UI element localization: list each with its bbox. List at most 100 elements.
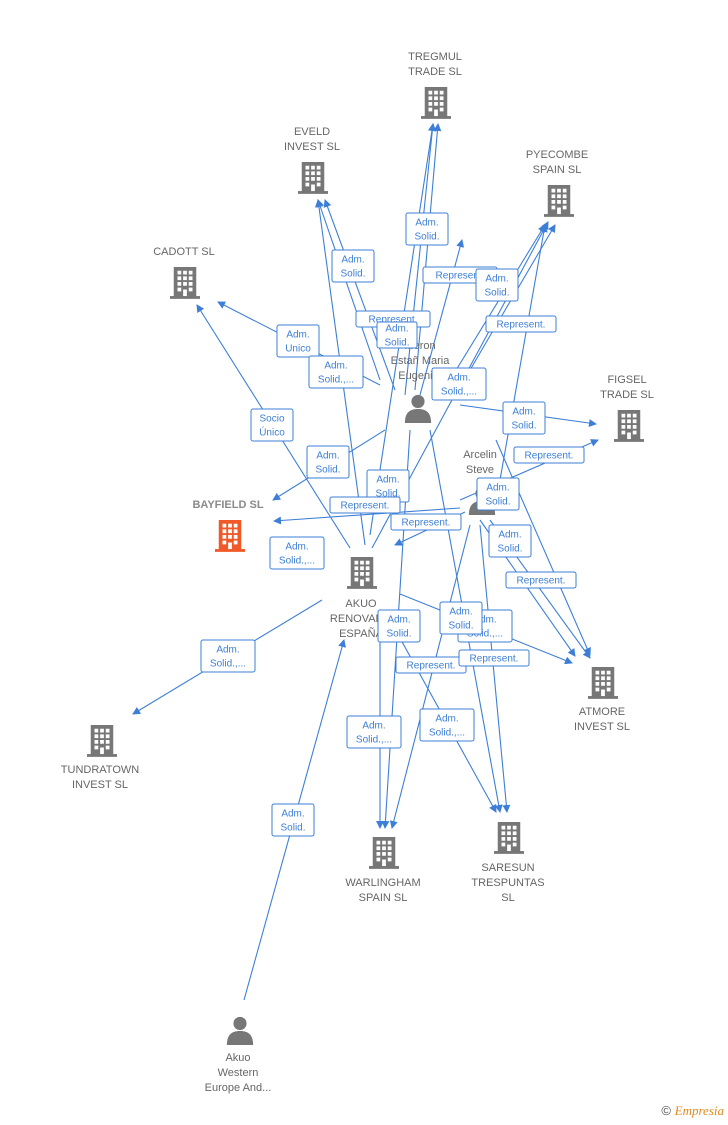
edge-label[interactable]: Adm.Solid. bbox=[377, 609, 421, 643]
edge-label-text: Solid.,... bbox=[210, 659, 246, 670]
building-icon bbox=[421, 87, 451, 119]
edge-label-text: Solid. bbox=[485, 497, 510, 508]
edge-label[interactable]: Represent. bbox=[390, 513, 462, 531]
edge-label-text: Solid.,... bbox=[356, 735, 392, 746]
edge-label[interactable]: Adm. Solid. bbox=[331, 249, 375, 283]
node-bayfield[interactable]: BAYFIELD SL bbox=[192, 499, 264, 552]
building-icon bbox=[494, 822, 524, 854]
edge-label-text: Adm. bbox=[385, 324, 408, 335]
node-label: TRADE SL bbox=[600, 389, 654, 401]
edge-label-text: Solid. bbox=[280, 823, 305, 834]
edge-label[interactable]: Adm.Solid.,... bbox=[346, 715, 402, 749]
edge-label-text: Adm. bbox=[341, 255, 364, 266]
edge-label[interactable]: Adm.Solid.,... bbox=[200, 639, 256, 673]
node-label: SL bbox=[501, 892, 514, 904]
edge-label-text: Solid. bbox=[497, 544, 522, 555]
edge-label[interactable]: Adm.Solid. bbox=[306, 445, 350, 479]
edge-label-box bbox=[276, 324, 320, 358]
edge-label[interactable]: Represent. bbox=[505, 571, 577, 589]
edge-label[interactable]: Adm.Solid.,... bbox=[431, 367, 487, 401]
edge-label-box bbox=[458, 649, 530, 667]
edge-line bbox=[316, 199, 381, 381]
edge-label-text: Solid.,... bbox=[429, 728, 465, 739]
edge-label[interactable]: Adm. Solid. bbox=[405, 212, 449, 246]
node-label: EVELD bbox=[294, 126, 330, 138]
node-cadott[interactable]: CADOTT SL bbox=[153, 246, 215, 299]
edge-line bbox=[495, 439, 591, 656]
edge-label-text: Solid. bbox=[375, 489, 400, 500]
edge-label-text: Adm. bbox=[415, 218, 438, 229]
edge-label-text: Solid. bbox=[484, 288, 509, 299]
edge-line bbox=[389, 524, 471, 829]
edge-label[interactable]: Adm. Solid. bbox=[271, 803, 315, 837]
edge-label-text: Solid. bbox=[414, 232, 439, 243]
edge-label[interactable]: Adm.Solid. bbox=[476, 477, 520, 511]
edge-label-text: Represent. bbox=[407, 661, 456, 672]
edge-label-box bbox=[405, 212, 449, 246]
copyright-icon: © bbox=[661, 1103, 672, 1118]
edge-label-text: Socio bbox=[259, 414, 284, 425]
edge-label[interactable]: Represent. bbox=[513, 446, 585, 464]
edge-label-box bbox=[376, 321, 418, 349]
edge-line bbox=[449, 224, 546, 381]
person-icon bbox=[226, 1016, 254, 1045]
edge-label[interactable]: Represent. bbox=[458, 649, 530, 667]
edge-label[interactable]: Adm.Solid. bbox=[475, 268, 519, 302]
node-label: ESPAÑA bbox=[339, 627, 383, 640]
node-label: Western bbox=[218, 1067, 259, 1079]
building-icon bbox=[544, 185, 574, 217]
building-icon bbox=[170, 267, 200, 299]
edge-label-text: Adm. bbox=[316, 451, 339, 462]
edge-label-box bbox=[308, 355, 364, 389]
edge-label[interactable]: Represent. bbox=[395, 656, 467, 674]
edge-label-box bbox=[250, 408, 294, 442]
edge-label-box bbox=[485, 315, 557, 333]
edge-label[interactable]: Adm.Solid.,... bbox=[269, 536, 325, 570]
edge-label-text: Adm. bbox=[285, 542, 308, 553]
edge-label-text: Adm. bbox=[512, 407, 535, 418]
node-label: SPAIN SL bbox=[359, 892, 408, 904]
edge-label[interactable]: Adm. Solid. bbox=[366, 469, 410, 503]
edge-line bbox=[404, 123, 437, 396]
edge-label[interactable]: Adm.Solid.,... bbox=[419, 708, 475, 742]
edge-label[interactable]: Adm.Solid.,... bbox=[308, 355, 364, 389]
edge-label-text: Solid.,... bbox=[441, 387, 477, 398]
node-label: SARESUN bbox=[481, 862, 534, 874]
edge-label[interactable]: Adm.Solid. bbox=[376, 321, 418, 349]
edge-line bbox=[414, 123, 442, 391]
building-icon bbox=[298, 162, 328, 194]
edge-label-text: Adm. bbox=[281, 809, 304, 820]
edge-label-text: Solid. bbox=[386, 629, 411, 640]
building-icon bbox=[87, 725, 117, 757]
edge-label[interactable]: Adm.Unico bbox=[276, 324, 320, 358]
watermark: © Empresia bbox=[661, 1103, 724, 1119]
edge-label-box bbox=[419, 708, 475, 742]
edge-label-text: Represent. bbox=[402, 518, 451, 529]
edge-label-box bbox=[306, 445, 350, 479]
edge-label-box bbox=[439, 601, 483, 635]
edge-label[interactable]: Adm.Solid. bbox=[488, 524, 532, 558]
edge-label[interactable]: Adm.Solid. bbox=[502, 401, 546, 435]
edge-label[interactable]: Represent. bbox=[485, 315, 557, 333]
edge-label-text: Adm. bbox=[376, 475, 399, 486]
edge-label-text: Unico bbox=[285, 344, 311, 355]
edge-label[interactable]: Represent. bbox=[329, 496, 401, 514]
node-label: INVEST SL bbox=[72, 779, 128, 791]
edge-label-text: Solid. bbox=[340, 269, 365, 280]
edge-line bbox=[323, 199, 396, 391]
node-label: ATMORE bbox=[579, 706, 625, 718]
edge-label[interactable]: Adm.Solid. bbox=[439, 601, 483, 635]
